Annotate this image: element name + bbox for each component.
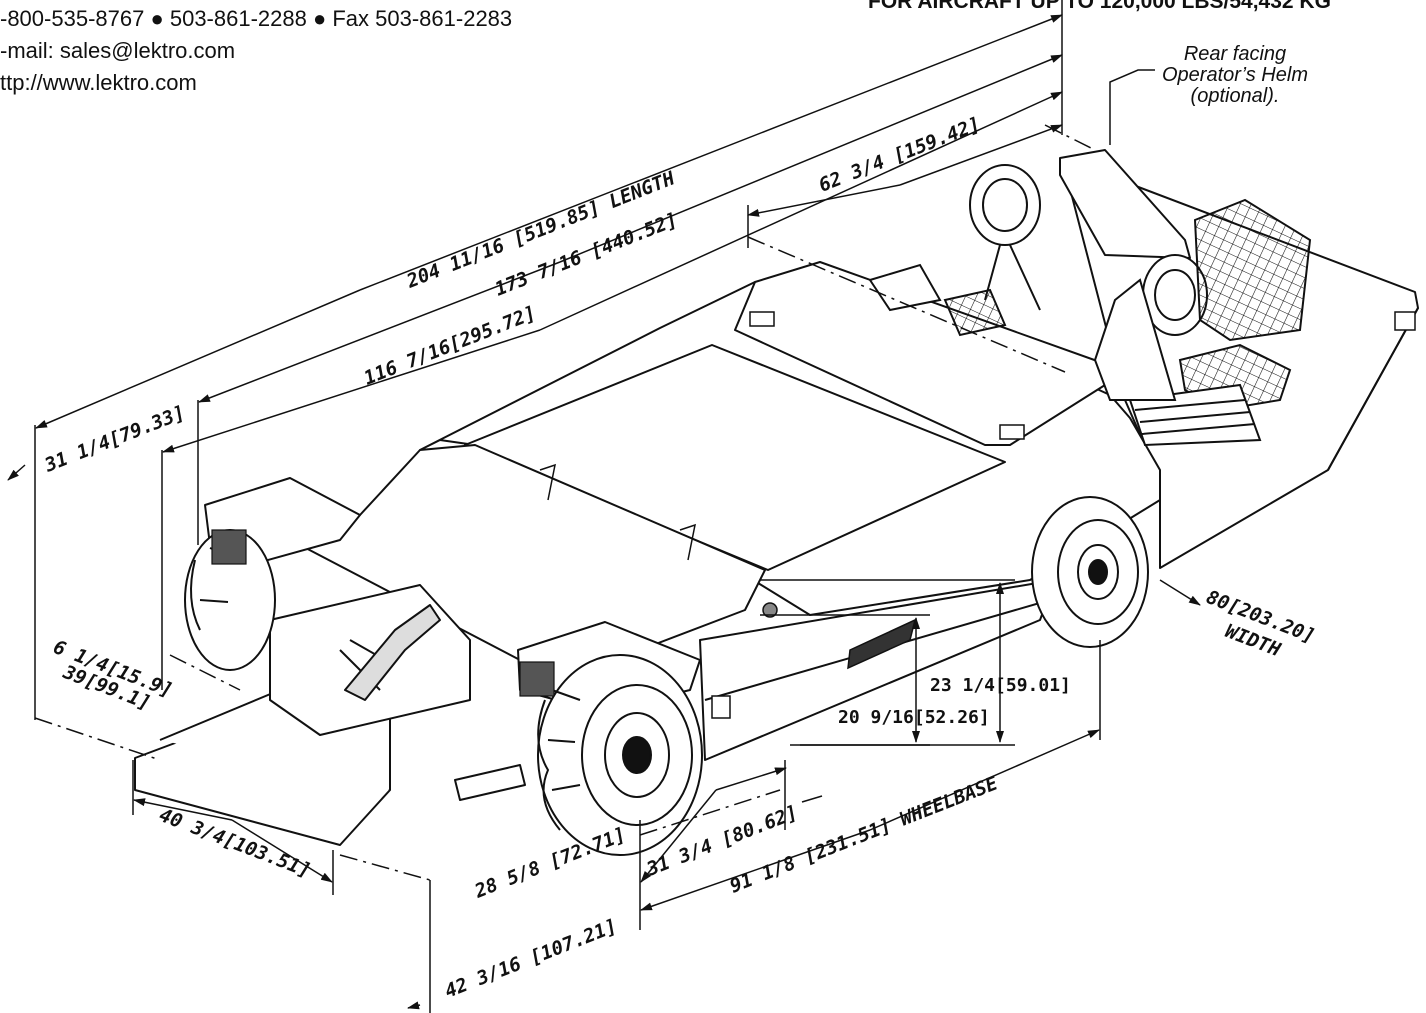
web-line: ttp://www.lektro.com (0, 70, 197, 95)
helm-annotation-line3: (optional). (1190, 85, 1280, 107)
dim-31-height: 31 1/4[79.33] (41, 402, 188, 477)
dim-62: 62 3/4 [159.42] (816, 113, 984, 196)
capacity-title: FOR AIRCRAFT UP TO 120,000 LBS/54,432 KG (868, 0, 1331, 13)
dim-116: 116 7/16[295.72] (361, 302, 539, 390)
seat-back (1193, 198, 1312, 342)
email-line: -mail: sales@lektro.com (0, 38, 236, 63)
grilles (211, 529, 555, 697)
vehicle-outline (204, 149, 1419, 761)
front-seat (943, 288, 1007, 337)
dim-23: 23 1/4[59.01] (930, 675, 1071, 696)
dim-42: 42 3/16 [107.21] (442, 915, 620, 1003)
dim-28: 28 5/8 [72.71] (471, 823, 629, 903)
tow-plate-assembly (134, 584, 526, 846)
operator-area (868, 164, 1312, 447)
dimension-lines (7, 0, 1201, 1013)
helm-annotation-line1: Rear facing (1183, 43, 1287, 65)
hatch-details (539, 311, 1416, 719)
dim-20: 20 9/16[52.26] (838, 707, 990, 728)
helm-annotation: Rear facing Operator’s Helm (optional). (1140, 44, 1330, 107)
dim-wheelbase: 91 1/8 [231.51] WHEELBASE (727, 772, 1002, 897)
helm-annotation-line2: Operator’s Helm (1162, 64, 1308, 86)
wheels (184, 496, 1149, 856)
phone-line: -800-535-8767 ● 503-861-2288 ● Fax 503-8… (0, 6, 513, 31)
